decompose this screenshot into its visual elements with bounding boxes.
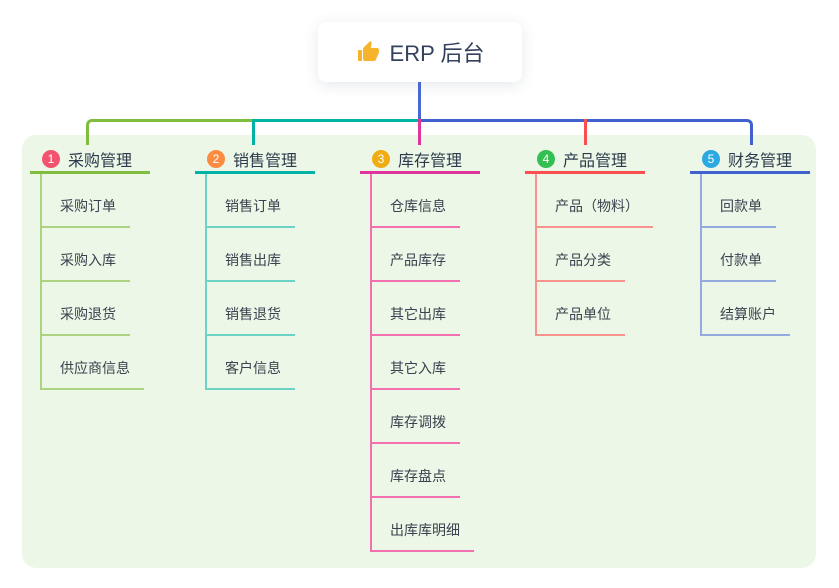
branch-children: 产品（物料） 产品分类 产品单位 <box>535 174 653 336</box>
child-node[interactable]: 其它入库 <box>372 358 460 390</box>
child-node[interactable]: 采购入库 <box>42 250 130 282</box>
child-row: 采购退货 <box>42 282 144 336</box>
child-row: 库存调拨 <box>372 390 474 444</box>
branch-children: 销售订单 销售出库 销售退货 客户信息 <box>205 174 295 390</box>
child-row: 销售订单 <box>207 174 295 228</box>
child-node[interactable]: 回款单 <box>702 196 776 228</box>
branch-label: 库存管理 <box>398 152 463 170</box>
child-row: 产品（物料） <box>537 174 653 228</box>
branch: 4 产品管理 产品（物料） 产品分类 产品单位 <box>525 146 653 336</box>
child-row: 付款单 <box>702 228 790 282</box>
child-row: 结算账户 <box>702 282 790 336</box>
branch-title-node[interactable]: 1 采购管理 <box>30 146 150 174</box>
branch-children: 仓库信息 产品库存 其它出库 其它入库 库存调拨 库存盘点 出库库明细 <box>370 174 474 552</box>
child-node[interactable]: 付款单 <box>702 250 776 282</box>
branch: 1 采购管理 采购订单 采购入库 采购退货 供应商信息 <box>30 146 150 390</box>
child-node[interactable]: 采购订单 <box>42 196 130 228</box>
child-row: 其它入库 <box>372 336 474 390</box>
child-node[interactable]: 供应商信息 <box>42 358 144 390</box>
child-node[interactable]: 库存调拨 <box>372 412 460 444</box>
child-node[interactable]: 库存盘点 <box>372 466 460 498</box>
branch-children: 回款单 付款单 结算账户 <box>700 174 790 336</box>
child-row: 产品分类 <box>537 228 653 282</box>
child-row: 出库库明细 <box>372 498 474 552</box>
child-row: 其它出库 <box>372 282 474 336</box>
child-row: 销售出库 <box>207 228 295 282</box>
child-node[interactable]: 销售订单 <box>207 196 295 228</box>
connector-bus-green <box>86 119 255 145</box>
branch: 2 销售管理 销售订单 销售出库 销售退货 客户信息 <box>195 146 315 390</box>
connector-bus-teal <box>252 119 420 145</box>
branch-number-badge: 2 <box>207 149 225 168</box>
child-node[interactable]: 采购退货 <box>42 304 130 336</box>
child-row: 产品库存 <box>372 228 474 282</box>
branch-title-node[interactable]: 4 产品管理 <box>525 146 645 174</box>
connector-drop-magenta <box>418 119 421 145</box>
child-node[interactable]: 客户信息 <box>207 358 295 390</box>
branch-label: 销售管理 <box>233 152 298 170</box>
thumbs-up-icon <box>356 40 380 64</box>
child-node[interactable]: 仓库信息 <box>372 196 460 228</box>
branch-number-badge: 4 <box>537 149 555 168</box>
child-node[interactable]: 销售出库 <box>207 250 295 282</box>
branches-panel <box>22 135 816 568</box>
child-row: 仓库信息 <box>372 174 474 228</box>
child-node[interactable]: 其它出库 <box>372 304 460 336</box>
child-node[interactable]: 产品单位 <box>537 304 625 336</box>
child-node[interactable]: 结算账户 <box>702 304 790 336</box>
child-node[interactable]: 销售退货 <box>207 304 295 336</box>
child-node[interactable]: 产品分类 <box>537 250 625 282</box>
connector-drop-red <box>584 119 587 145</box>
branch-title-node[interactable]: 2 销售管理 <box>195 146 315 174</box>
child-row: 供应商信息 <box>42 336 144 390</box>
child-row: 采购入库 <box>42 228 144 282</box>
branch-title-node[interactable]: 5 财务管理 <box>690 146 810 174</box>
child-node[interactable]: 产品（物料） <box>537 196 653 228</box>
child-row: 销售退货 <box>207 282 295 336</box>
root-node[interactable]: ERP 后台 <box>318 22 522 82</box>
child-row: 库存盘点 <box>372 444 474 498</box>
child-row: 回款单 <box>702 174 790 228</box>
child-node[interactable]: 产品库存 <box>372 250 460 282</box>
branch-number-badge: 5 <box>702 149 720 168</box>
branch-label: 产品管理 <box>563 152 628 170</box>
branch-number-badge: 1 <box>42 149 60 168</box>
branch: 3 库存管理 仓库信息 产品库存 其它出库 其它入库 库存调拨 库存盘点 出库库… <box>360 146 480 552</box>
branch-title-node[interactable]: 3 库存管理 <box>360 146 480 174</box>
child-row: 采购订单 <box>42 174 144 228</box>
branch-label: 财务管理 <box>728 152 793 170</box>
root-label: ERP 后台 <box>389 41 485 66</box>
child-node[interactable]: 出库库明细 <box>372 520 474 552</box>
branch: 5 财务管理 回款单 付款单 结算账户 <box>690 146 810 336</box>
branch-number-badge: 3 <box>372 149 390 168</box>
child-row: 客户信息 <box>207 336 295 390</box>
connector-root-drop <box>418 82 421 119</box>
branch-children: 采购订单 采购入库 采购退货 供应商信息 <box>40 174 144 390</box>
branch-label: 采购管理 <box>68 152 133 170</box>
child-row: 产品单位 <box>537 282 653 336</box>
